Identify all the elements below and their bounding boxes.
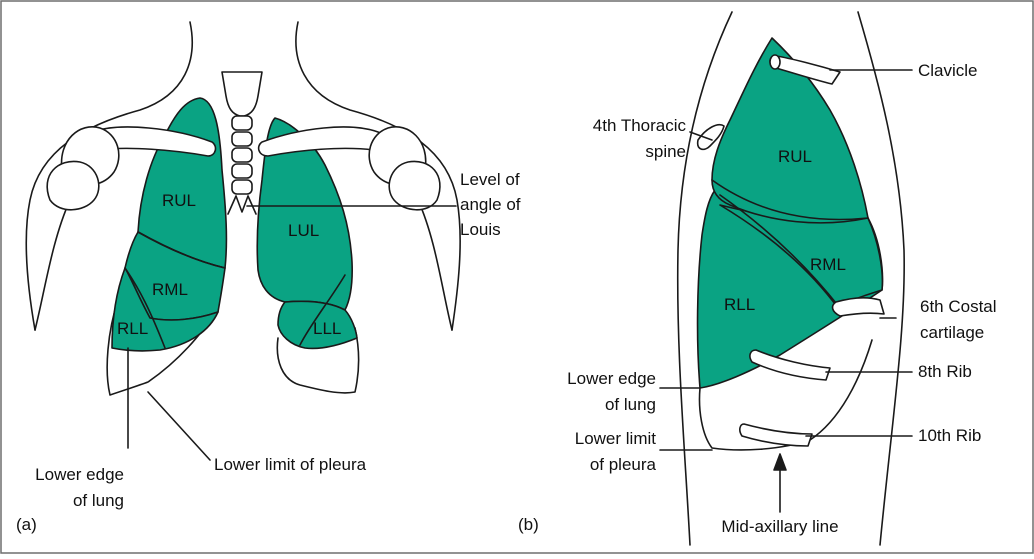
- lower-pleura-label: Lower limit of pleura: [214, 455, 367, 474]
- lobe-label-rml: RML: [152, 280, 188, 299]
- clavicle-label: Clavicle: [918, 61, 978, 80]
- lateral-lobe-label-rll: RLL: [724, 295, 755, 314]
- lateral-lower-edge-label-line2: of lung: [605, 395, 656, 414]
- thoracic-spine-label-line1: 4th Thoracic: [593, 116, 687, 135]
- right-humeral-head: [47, 161, 99, 209]
- lateral-lobe-label-rul: RUL: [778, 147, 812, 166]
- lobe-label-rul: RUL: [162, 191, 196, 210]
- lobe-label-rll: RLL: [117, 319, 148, 338]
- angle-of-louis-label-line1: Level of: [460, 170, 520, 189]
- lower-edge-label-line1: Lower edge: [35, 465, 124, 484]
- lateral-lower-pleura-label-line2: of pleura: [590, 455, 657, 474]
- trachea-rings: [232, 116, 252, 194]
- angle-of-louis-label-line2: angle of: [460, 195, 521, 214]
- lobe-label-lul: LUL: [288, 221, 319, 240]
- costal-label-line1: 6th Costal: [920, 297, 997, 316]
- rib10-label: 10th Rib: [918, 426, 981, 445]
- panel-b-label: (b): [518, 515, 539, 534]
- costal-label-line2: cartilage: [920, 323, 984, 342]
- mid-axillary-label: Mid-axillary line: [721, 517, 838, 536]
- costal-cartilage: [833, 298, 884, 316]
- lateral-lower-pleura-label-line1: Lower limit: [575, 429, 657, 448]
- lateral-lower-edge-label-line1: Lower edge: [567, 369, 656, 388]
- left-humeral-head: [389, 161, 440, 209]
- lateral-clavicle-end: [770, 55, 780, 69]
- thoracic-spine-label-line2: spine: [645, 142, 686, 161]
- rib8-label: 8th Rib: [918, 362, 972, 381]
- angle-of-louis-label-line3: Louis: [460, 220, 501, 239]
- lateral-lobe-label-rml: RML: [810, 255, 846, 274]
- lower-edge-label-line2: of lung: [73, 491, 124, 510]
- panel-a-label: (a): [16, 515, 37, 534]
- lobe-label-lll: LLL: [313, 319, 341, 338]
